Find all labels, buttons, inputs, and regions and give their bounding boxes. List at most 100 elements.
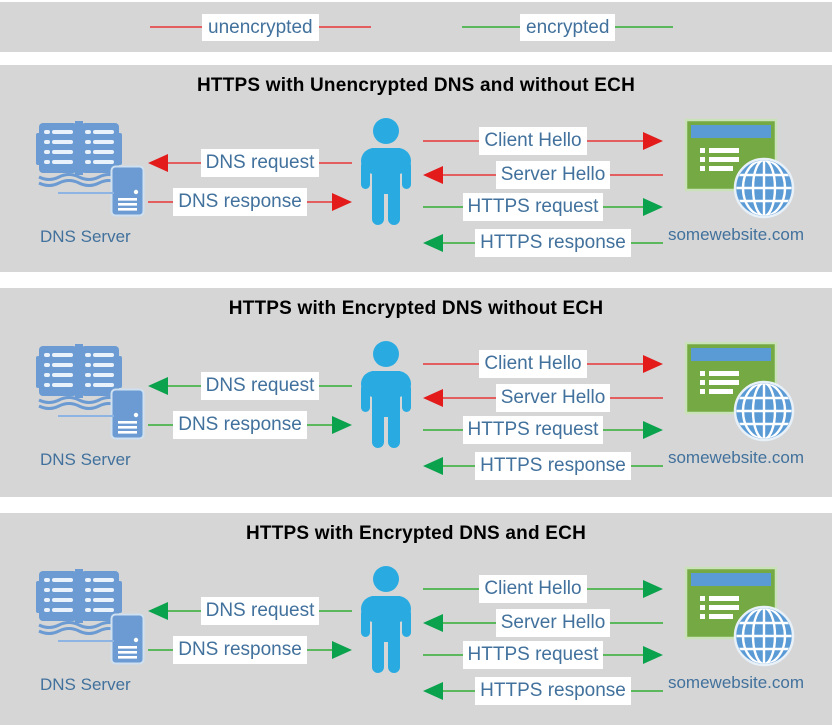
- person-icon: [361, 341, 411, 448]
- arrow-line: [423, 363, 480, 365]
- panel-unencrypted-dns-no-ech: HTTPS with Unencrypted DNS and without E…: [0, 65, 832, 272]
- message-https-response: HTTPS response: [423, 451, 664, 481]
- message-label: DNS request: [200, 597, 320, 625]
- arrow-line: [586, 588, 643, 590]
- panel-title: HTTPS with Unencrypted DNS and without E…: [196, 75, 635, 96]
- legend-item-unencrypted: unencrypted: [150, 2, 371, 52]
- arrowhead-right-icon: [332, 193, 352, 211]
- arrow-line: [168, 162, 201, 164]
- message-dns-request: DNS request: [148, 596, 352, 626]
- arrowhead-left-icon: [148, 377, 168, 395]
- arrowhead-right-icon: [643, 355, 663, 373]
- message-label: HTTPS response: [475, 452, 631, 480]
- arrowhead-right-icon: [643, 198, 663, 216]
- arrowhead-left-icon: [423, 682, 443, 700]
- message-dns-request: DNS request: [148, 371, 352, 401]
- message-label: DNS response: [173, 636, 307, 664]
- arrowhead-right-icon: [643, 646, 663, 664]
- arrow-line: [603, 206, 643, 208]
- arrowhead-left-icon: [148, 602, 168, 620]
- arrow-line: [423, 429, 463, 431]
- arrow-line: [443, 622, 496, 624]
- arrowhead-right-icon: [643, 421, 663, 439]
- globe-icon: [733, 157, 795, 219]
- arrow-line: [319, 385, 352, 387]
- arrow-line: [630, 242, 664, 244]
- legend-line-encrypted: [615, 26, 674, 28]
- dns-connector-line: [58, 192, 114, 194]
- arrow-line: [148, 201, 174, 203]
- dns-server-label: DNS Server: [40, 227, 131, 246]
- dns-server-tower-icon: [110, 388, 145, 440]
- arrow-line: [586, 363, 643, 365]
- arrow-line: [423, 206, 463, 208]
- legend-bar: unencrypted encrypted: [0, 2, 832, 52]
- message-https-request: HTTPS request: [423, 415, 663, 445]
- dns-server-label: DNS Server: [40, 450, 131, 469]
- message-label: HTTPS request: [462, 416, 604, 444]
- legend-line-unencrypted: [150, 26, 202, 28]
- arrow-line: [423, 654, 463, 656]
- legend-line-unencrypted: [318, 26, 371, 28]
- message-label: DNS request: [200, 372, 320, 400]
- message-dns-request: DNS request: [148, 148, 352, 178]
- message-client-hello: Client Hello: [423, 349, 663, 379]
- arrow-line: [306, 649, 332, 651]
- panel-encrypted-dns-and-ech: HTTPS with Encrypted DNS and ECH: [0, 513, 832, 725]
- arrowhead-left-icon: [423, 457, 443, 475]
- website-label: somewebsite.com: [667, 673, 805, 692]
- panel-title: HTTPS with Encrypted DNS without ECH: [228, 298, 604, 319]
- arrow-line: [443, 690, 476, 692]
- arrow-line: [148, 424, 174, 426]
- message-client-hello: Client Hello: [423, 574, 663, 604]
- arrow-line: [168, 610, 201, 612]
- arrowhead-left-icon: [423, 614, 443, 632]
- website-label: somewebsite.com: [667, 225, 805, 244]
- message-server-hello: Server Hello: [423, 608, 664, 638]
- message-client-hello: Client Hello: [423, 126, 663, 156]
- legend-item-encrypted: encrypted: [462, 2, 674, 52]
- arrow-line: [610, 397, 664, 399]
- message-https-request: HTTPS request: [423, 640, 663, 670]
- arrow-line: [603, 654, 643, 656]
- arrowhead-right-icon: [332, 416, 352, 434]
- message-https-response: HTTPS response: [423, 676, 664, 706]
- person-icon: [361, 118, 411, 225]
- arrow-line: [306, 424, 332, 426]
- arrowhead-right-icon: [643, 580, 663, 598]
- message-label: Client Hello: [479, 350, 587, 378]
- arrow-line: [168, 385, 201, 387]
- website-icon: [684, 118, 795, 219]
- arrow-line: [603, 429, 643, 431]
- legend-label: encrypted: [520, 13, 616, 41]
- legend-label: unencrypted: [202, 13, 319, 41]
- panel-title: HTTPS with Encrypted DNS and ECH: [246, 523, 586, 544]
- arrow-line: [148, 649, 174, 651]
- arrow-line: [630, 465, 664, 467]
- message-label: DNS response: [173, 188, 307, 216]
- website-icon: [684, 566, 795, 667]
- dns-server-tower-icon: [110, 165, 145, 217]
- dns-connector-line: [58, 415, 114, 417]
- arrow-line: [423, 140, 480, 142]
- globe-icon: [733, 605, 795, 667]
- arrow-line: [630, 690, 664, 692]
- arrowhead-left-icon: [423, 389, 443, 407]
- message-label: Server Hello: [495, 161, 611, 189]
- dns-book-icon: [36, 121, 122, 187]
- arrow-line: [443, 174, 496, 176]
- arrow-line: [443, 465, 476, 467]
- website-label: somewebsite.com: [667, 448, 805, 467]
- message-dns-response: DNS response: [148, 187, 352, 217]
- arrow-line: [306, 201, 332, 203]
- arrow-line: [586, 140, 643, 142]
- message-dns-response: DNS response: [148, 635, 352, 665]
- arrow-line: [443, 242, 476, 244]
- arrowhead-left-icon: [148, 154, 168, 172]
- message-label: Server Hello: [495, 384, 611, 412]
- dns-server-tower-icon: [110, 613, 145, 665]
- dns-connector-line: [58, 640, 114, 642]
- message-label: HTTPS request: [462, 641, 604, 669]
- arrowhead-right-icon: [643, 132, 663, 150]
